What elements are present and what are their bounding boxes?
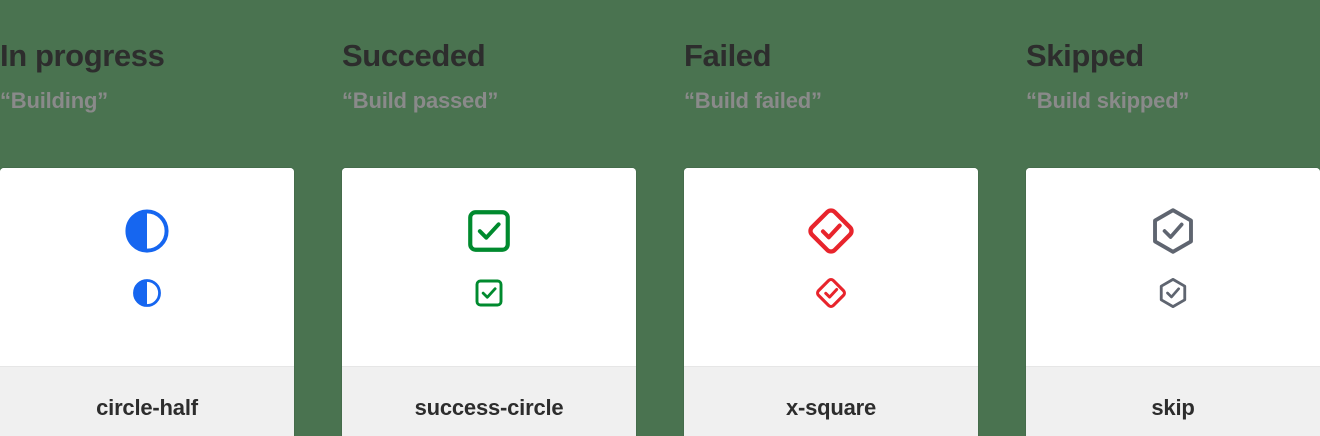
icon-preview <box>1026 168 1320 366</box>
column-subtitle: “Building” <box>0 88 108 113</box>
icon-card-x-square[interactable]: x-square <box>684 168 978 436</box>
icon-card-footer: x-square <box>684 366 978 436</box>
icon-preview <box>0 168 294 366</box>
success-circle-icon-large-slot <box>464 204 514 258</box>
column-title: Succeded <box>342 38 486 73</box>
skip-icon-large-slot <box>1147 204 1199 258</box>
circle-half-icon-large-slot <box>122 204 172 258</box>
column-title: Skipped <box>1026 38 1144 73</box>
icon-card-footer: success-circle <box>342 366 636 436</box>
skip-icon <box>1153 208 1193 254</box>
icon-card-success-circle[interactable]: success-circle <box>342 168 636 436</box>
icon-name-label: x-square <box>785 394 877 420</box>
icon-card-circle-half[interactable]: circle-half <box>0 168 294 436</box>
column-title: Failed <box>684 38 772 73</box>
column-subtitle: “Build skipped” <box>1026 88 1190 113</box>
skip-icon-small-slot <box>1156 276 1190 310</box>
skip-icon <box>1159 277 1187 309</box>
column-heading-in-progress: In progress “Building” <box>0 0 330 112</box>
circle-half-icon <box>133 279 161 307</box>
icon-name-label: success-circle <box>414 394 564 420</box>
icon-preview <box>684 168 978 366</box>
icon-card-footer: circle-half <box>0 366 294 436</box>
icon-name-label: skip <box>1151 394 1195 420</box>
success-circle-icon <box>468 210 510 252</box>
column-title: In progress <box>0 38 165 73</box>
column-heading-failed: Failed “Build failed” <box>684 0 1014 112</box>
success-circle-icon-small-slot <box>473 276 505 310</box>
x-square-icon-large-slot <box>805 204 857 258</box>
x-square-icon <box>808 208 854 254</box>
icon-cards: circle-half s <box>0 168 1320 436</box>
x-square-icon <box>816 278 846 308</box>
icon-name-label: circle-half <box>96 394 198 420</box>
column-heading-skipped: Skipped “Build skipped” <box>1026 0 1320 112</box>
column-subtitle: “Build passed” <box>342 88 499 113</box>
icon-card-skip[interactable]: skip <box>1026 168 1320 436</box>
x-square-icon-small-slot <box>814 276 848 310</box>
column-headings: In progress “Building” Succeded “Build p… <box>0 0 1320 168</box>
column-subtitle: “Build failed” <box>684 88 822 113</box>
icon-preview <box>342 168 636 366</box>
circle-half-icon-small-slot <box>131 276 163 310</box>
success-circle-icon <box>475 279 503 307</box>
circle-half-icon <box>125 209 169 253</box>
icon-card-footer: skip <box>1026 366 1320 436</box>
column-heading-succeded: Succeded “Build passed” <box>342 0 672 112</box>
